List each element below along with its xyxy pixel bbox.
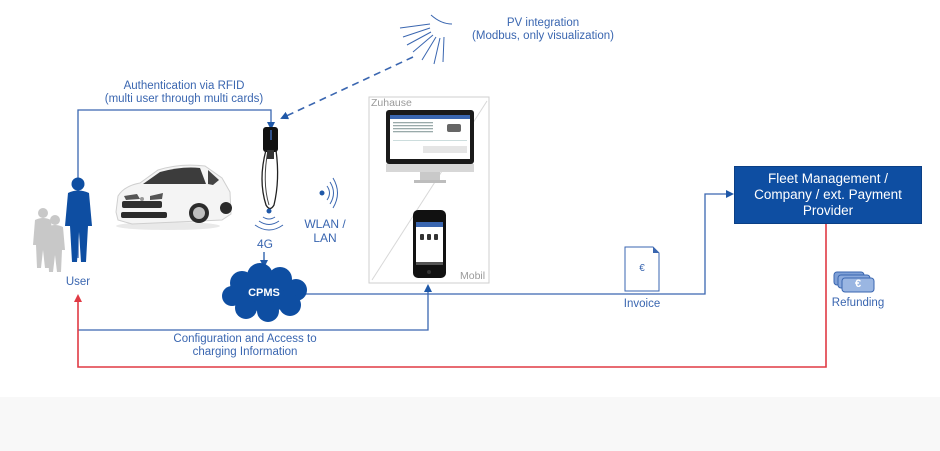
cloud-icon [222, 263, 307, 322]
invoice-euro-symbol: € [639, 263, 645, 274]
pv-label: PV integration (Modbus, only visualizati… [458, 17, 628, 43]
wlan-label-line1: WLAN / [304, 217, 346, 231]
wlan-label: WLAN / LAN [300, 217, 350, 245]
cellular-label: 4G [256, 237, 273, 251]
wireless-signal-icon [319, 177, 338, 209]
user-group-icon [33, 177, 92, 272]
edge-config-access [78, 284, 432, 331]
wlan-label-line2: LAN [313, 231, 337, 245]
sun-icon [399, 14, 453, 65]
invoice-label: Invoice [623, 298, 661, 310]
rfid-label-line1: Authentication via RFID [123, 80, 245, 92]
refunding-label: Refunding [831, 297, 885, 309]
fleet-management-label: Fleet Management / Company / ext. Paymen… [754, 171, 902, 218]
refunding-euro-symbol: € [854, 278, 862, 290]
electric-car-icon [115, 164, 232, 230]
desktop-monitor-icon [386, 110, 474, 183]
edge-pv-integration [280, 56, 414, 120]
home-label: Zuhause [371, 97, 412, 109]
user-label: User [65, 276, 91, 288]
fleet-management-box: Fleet Management / Company / ext. Paymen… [734, 166, 922, 224]
config-access-label: Configuration and Access to charging Inf… [170, 333, 320, 359]
pv-label-line1: PV integration [506, 17, 580, 29]
diagram-canvas: PV integration (Modbus, only visualizati… [33, 14, 922, 368]
rfid-label-line2: (multi user through multi cards) [104, 93, 264, 105]
diagram-svg [33, 14, 875, 368]
euro-banknotes-icon [833, 271, 875, 293]
wallbox-charger-icon [254, 127, 284, 231]
smartphone-icon [413, 210, 446, 278]
pv-label-line2: (Modbus, only visualization) [472, 30, 614, 42]
invoice-document-icon [624, 246, 660, 292]
mobile-label: Mobil [460, 270, 486, 282]
config-label-line1: Configuration and Access to [173, 333, 317, 345]
edge-cpms-invoice-fleet [305, 190, 734, 295]
config-label-line2: charging Information [192, 346, 298, 358]
edge-refunding [74, 222, 827, 368]
rfid-label: Authentication via RFID (multi user thro… [94, 80, 274, 106]
cpms-label: CPMS [248, 287, 280, 299]
